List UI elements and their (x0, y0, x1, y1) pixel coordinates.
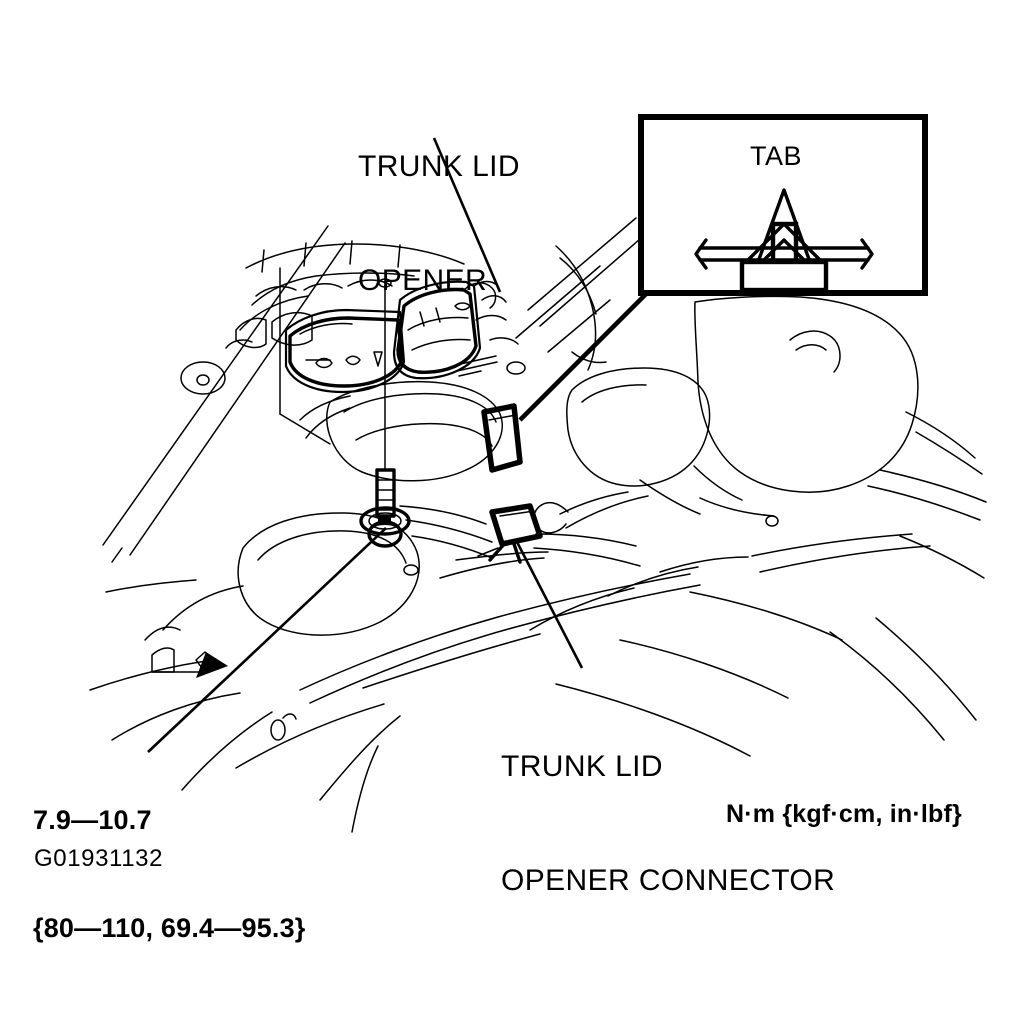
torque-secondary: {80—110, 69.4—95.3} (33, 913, 306, 943)
rear-shelf-seams (515, 217, 649, 371)
torque-primary: 7.9—10.7 (33, 805, 152, 835)
callout-trunk-lid-opener-line2: OPENER (358, 264, 488, 297)
torque-specification: 7.9—10.7 {80—110, 69.4—95.3} (33, 730, 306, 1018)
trunk-floor-recesses (533, 295, 987, 757)
mounting-bolt (359, 468, 411, 548)
torque-units-legend: N·m {kgf·cm, in·lbf} (726, 800, 962, 828)
leader-lines (147, 137, 648, 753)
tab-detail-inset (638, 114, 928, 296)
trunk-lid-opener-assembly (225, 240, 519, 482)
callout-trunk-lid-opener-line1: TRUNK LID (358, 150, 520, 183)
figure-id: G01931132 (34, 845, 164, 872)
callout-connector-line2: OPENER CONNECTOR (501, 864, 836, 897)
diagram-canvas (89, 114, 987, 833)
trunk-lid-opener-connector-part (399, 503, 641, 579)
callout-connector-line1: TRUNK LID (501, 750, 663, 783)
callout-trunk-lid-opener: TRUNK LID OPENER (358, 72, 520, 376)
inset-tab-label: TAB (750, 141, 803, 171)
callout-trunk-lid-opener-connector: TRUNK LID OPENER CONNECTOR (501, 672, 835, 976)
body-panel-outlines (89, 225, 749, 833)
technical-illustration: TRUNK LID OPENER TAB TRUNK LID OPENER CO… (33, 72, 987, 943)
harness-clip (481, 403, 523, 473)
